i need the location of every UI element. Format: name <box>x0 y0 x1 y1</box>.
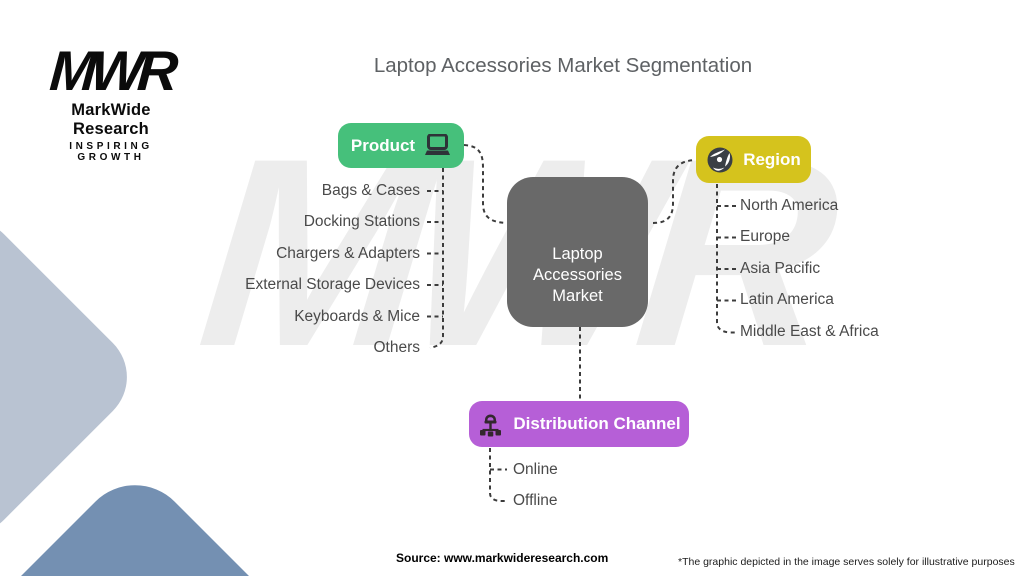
distribution-branch-node: Distribution Channel <box>469 401 689 447</box>
region-branch-node: Region <box>696 136 811 183</box>
list-item: Docking Stations <box>303 213 420 231</box>
list-item: Middle East & Africa <box>740 322 879 340</box>
region-items: North America Europe Asia Pacific Latin … <box>740 190 879 347</box>
sitemap-icon <box>480 414 502 436</box>
logo-monogram: MWR <box>47 39 175 102</box>
source-text: Source: www.markwideresearch.com <box>396 551 609 565</box>
product-label: Product <box>350 135 416 155</box>
center-node-label-line: Laptop <box>552 245 603 263</box>
list-item: External Storage Devices <box>245 276 420 294</box>
product-items: Bags & Cases Docking Stations Chargers &… <box>245 175 420 363</box>
logo-name: MarkWide Research <box>71 101 151 138</box>
distribution-label: Distribution Channel <box>513 414 681 433</box>
list-item: Online <box>513 460 558 478</box>
list-item: Keyboards & Mice <box>294 307 420 325</box>
center-node: Laptop Accessories Market <box>507 177 648 327</box>
center-node-label-line: Accessories <box>533 266 622 284</box>
globe-icon <box>707 147 733 172</box>
product-spine <box>429 168 444 349</box>
list-item: Bags & Cases <box>321 182 420 199</box>
product-branch-node: Product <box>338 123 464 168</box>
link-center-region <box>652 159 696 224</box>
list-item: Offline <box>513 491 558 509</box>
page-title: Laptop Accessories Market Segmentation <box>373 54 753 77</box>
laptop-icon <box>425 134 451 155</box>
list-item: Asia Pacific <box>740 259 821 277</box>
list-item: Europe <box>740 228 790 246</box>
markwide-logo: MWR MarkWide Research INSPIRING GROWTH <box>33 39 189 163</box>
region-label: Region <box>743 149 801 169</box>
list-item: Latin America <box>740 291 834 309</box>
distribution-items: Online Offline <box>513 454 558 517</box>
list-item: North America <box>740 197 839 214</box>
logo-tagline: INSPIRING GROWTH <box>69 141 153 163</box>
distribution-spine <box>489 448 507 502</box>
list-item: Chargers & Adapters <box>276 244 420 262</box>
center-node-label-line: Market <box>552 287 603 305</box>
region-spine <box>716 184 737 334</box>
disclaimer-text: *The graphic depicted in the image serve… <box>678 556 1015 568</box>
list-item: Others <box>373 338 420 356</box>
link-product-center <box>463 144 507 224</box>
